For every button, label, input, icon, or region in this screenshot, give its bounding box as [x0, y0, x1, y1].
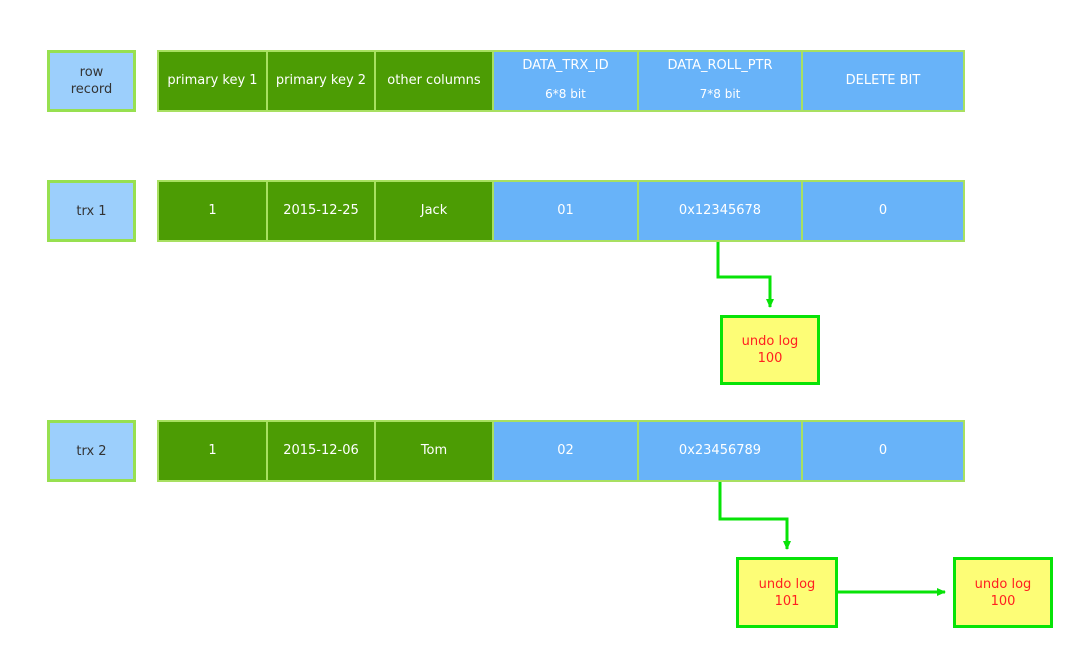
cell-value: 0x12345678 — [678, 203, 762, 218]
label-box-text: row record — [70, 65, 113, 97]
cell-other-columns: Tom — [376, 422, 494, 480]
cell-value: 2015-12-25 — [283, 203, 359, 218]
cell-value: 0 — [878, 203, 888, 218]
cell-value: other columns — [387, 73, 481, 88]
label-box-row-record: row record — [47, 50, 136, 112]
undo-log-label: undo log 101 — [758, 576, 816, 609]
cell-primary-key-2: 2015-12-25 — [268, 182, 376, 240]
cell-value: Tom — [420, 443, 448, 458]
undo-log-label: undo log 100 — [974, 576, 1032, 609]
record-row-trx-1: 1 2015-12-25 Jack 01 0x12345678 0 — [157, 180, 965, 242]
cell-other-columns: Jack — [376, 182, 494, 240]
connector-trx1-rollptr-to-undo100 — [716, 242, 774, 308]
label-box-trx-1: trx 1 — [47, 180, 136, 242]
cell-primary-key-1: primary key 1 — [159, 52, 268, 110]
cell-subvalue: 6*8 bit — [545, 87, 586, 101]
connector-trx2-rollptr-to-undo101 — [718, 482, 791, 550]
cell-value: 01 — [557, 203, 574, 218]
cell-delete-bit: DELETE BIT — [803, 52, 963, 110]
undo-log-label: undo log 100 — [741, 334, 799, 366]
cell-delete-bit: 0 — [803, 422, 963, 480]
cell-primary-key-2: primary key 2 — [268, 52, 376, 110]
cell-data-roll-ptr: DATA_ROLL_PTR 7*8 bit — [639, 52, 803, 110]
cell-value: DELETE BIT — [845, 73, 921, 88]
cell-value: 2015-12-06 — [283, 443, 359, 458]
label-box-text: trx 2 — [76, 443, 107, 459]
cell-other-columns: other columns — [376, 52, 494, 110]
label-box-text: trx 1 — [76, 203, 107, 219]
undo-log-box-101: undo log 101 — [736, 557, 838, 628]
undo-log-box-100-b: undo log 100 — [953, 557, 1053, 628]
cell-value: 02 — [557, 443, 574, 458]
cell-value: 1 — [208, 443, 217, 458]
cell-primary-key-2: 2015-12-06 — [268, 422, 376, 480]
record-row-header: primary key 1 primary key 2 other column… — [157, 50, 965, 112]
cell-value: 1 — [208, 203, 217, 218]
cell-value: primary key 1 — [167, 73, 258, 88]
cell-data-roll-ptr: 0x12345678 — [639, 182, 803, 240]
label-box-trx-2: trx 2 — [47, 420, 136, 482]
cell-subvalue: 7*8 bit — [699, 87, 741, 101]
cell-primary-key-1: 1 — [159, 422, 268, 480]
cell-value: 0x23456789 — [678, 443, 762, 458]
cell-data-roll-ptr: 0x23456789 — [639, 422, 803, 480]
undo-log-box-100-a: undo log 100 — [720, 315, 820, 385]
cell-value: Jack — [420, 203, 448, 218]
cell-value: DATA_ROLL_PTR — [667, 58, 773, 73]
cell-value: DATA_TRX_ID — [522, 58, 609, 73]
cell-data-trx-id: DATA_TRX_ID 6*8 bit — [494, 52, 639, 110]
cell-value: 0 — [878, 443, 888, 458]
cell-data-trx-id: 01 — [494, 182, 639, 240]
cell-delete-bit: 0 — [803, 182, 963, 240]
cell-value: primary key 2 — [275, 73, 367, 88]
cell-primary-key-1: 1 — [159, 182, 268, 240]
record-row-trx-2: 1 2015-12-06 Tom 02 0x23456789 0 — [157, 420, 965, 482]
cell-data-trx-id: 02 — [494, 422, 639, 480]
